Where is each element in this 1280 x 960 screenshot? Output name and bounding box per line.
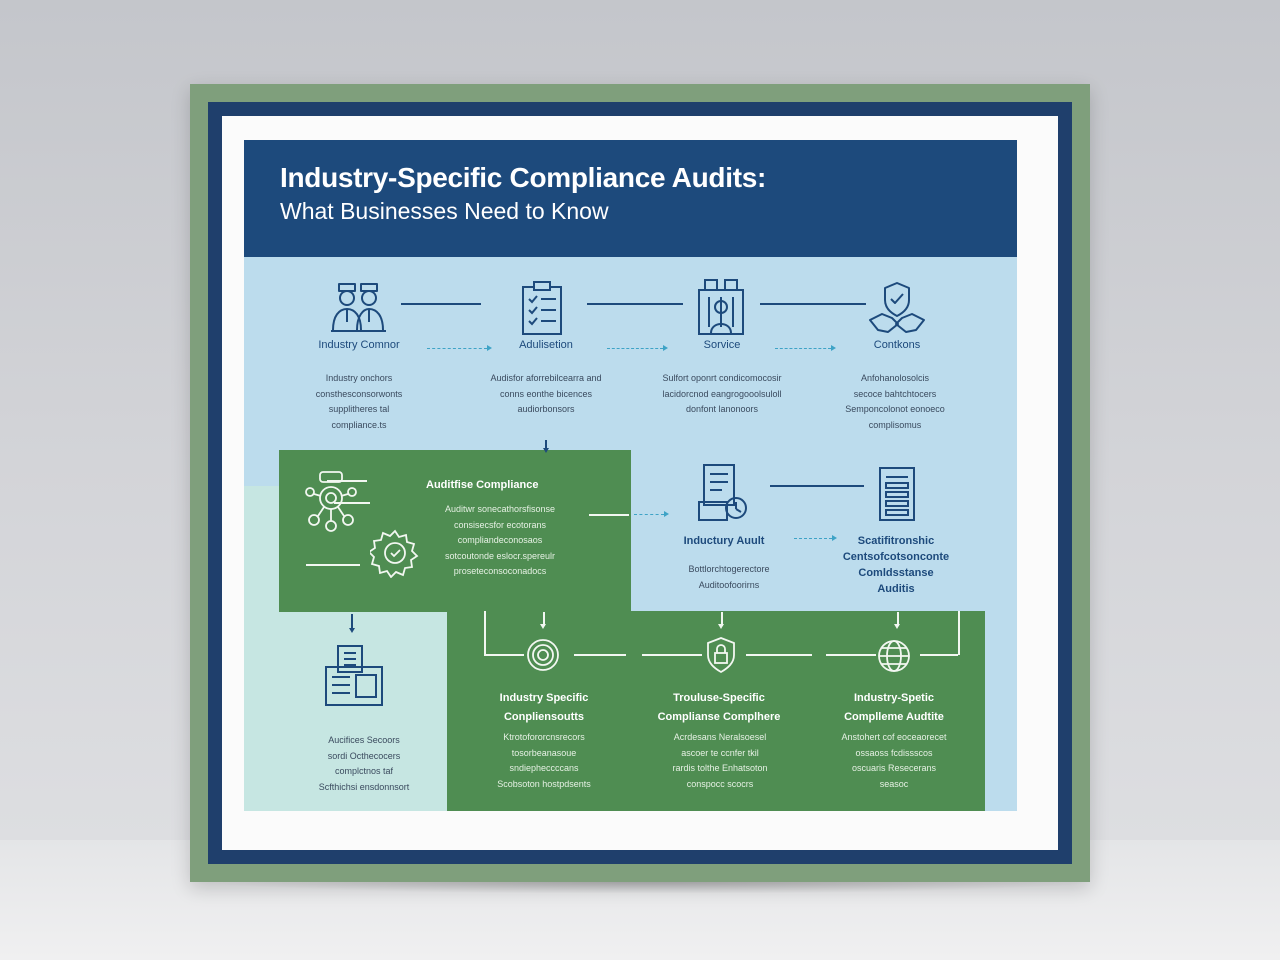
lock-shield-icon bbox=[704, 636, 738, 674]
green-panel-title: Auditfise Compliance bbox=[426, 479, 539, 491]
down-arrow-icon bbox=[894, 624, 900, 629]
down-arrow-icon bbox=[540, 624, 546, 629]
poster-subtitle: What Businesses Need to Know bbox=[280, 198, 609, 224]
arrowhead-icon bbox=[832, 535, 837, 541]
flow-arrow bbox=[775, 348, 831, 349]
auditors-icon bbox=[330, 278, 388, 336]
documents-stack-icon bbox=[324, 643, 384, 709]
step-label-2: Adulisetion bbox=[519, 339, 573, 351]
poster-header: Industry-Specific Compliance Audits: Wha… bbox=[244, 140, 1017, 257]
target-icon bbox=[526, 638, 560, 672]
down-arrow-icon bbox=[718, 624, 724, 629]
connector-line bbox=[306, 564, 360, 566]
audit-label: Inductury Auult bbox=[683, 535, 765, 547]
connector-line bbox=[958, 611, 960, 655]
flow-arrow bbox=[607, 348, 663, 349]
connector-line bbox=[327, 480, 367, 482]
down-arrow-icon bbox=[349, 628, 355, 633]
gear-network-icon bbox=[304, 468, 360, 536]
connector-line bbox=[770, 485, 864, 487]
audit-document-icon bbox=[696, 462, 752, 524]
step-label-4: Contkons bbox=[873, 339, 921, 351]
cog-shield-icon bbox=[370, 528, 420, 578]
connector-line bbox=[746, 654, 812, 656]
step-label-1: Industry Comnor bbox=[318, 339, 400, 351]
report-list-icon bbox=[877, 465, 917, 523]
globe-grid-icon bbox=[876, 638, 912, 674]
frame-inner-border: Industry-Specific Compliance Audits: Wha… bbox=[208, 102, 1072, 864]
handshake-shield-icon bbox=[868, 280, 926, 336]
picture-frame: Industry-Specific Compliance Audits: Wha… bbox=[190, 84, 1090, 882]
connector-line bbox=[484, 611, 486, 655]
arrowhead-icon bbox=[831, 345, 836, 351]
connector-line bbox=[826, 654, 876, 656]
connector-line bbox=[760, 303, 866, 305]
down-connector bbox=[351, 614, 353, 630]
arrowhead-icon bbox=[663, 345, 668, 351]
step-label-3: Sorvice bbox=[703, 339, 741, 351]
down-connector bbox=[545, 440, 547, 450]
connector-line bbox=[920, 654, 958, 656]
connector-line bbox=[484, 654, 524, 656]
infographic-poster: Industry-Specific Compliance Audits: Wha… bbox=[244, 140, 1017, 811]
flow-arrow bbox=[427, 348, 487, 349]
flow-arrow bbox=[634, 514, 664, 515]
connector-line bbox=[587, 303, 683, 305]
down-connector bbox=[721, 612, 723, 626]
connector-line bbox=[642, 654, 702, 656]
connector-line bbox=[589, 514, 629, 516]
frame-mat: Industry-Specific Compliance Audits: Wha… bbox=[222, 116, 1058, 850]
connector-line bbox=[574, 654, 626, 656]
connector-line bbox=[334, 502, 370, 504]
flow-arrow bbox=[794, 538, 832, 539]
down-arrow-icon bbox=[543, 448, 549, 453]
mint-band bbox=[244, 486, 279, 811]
down-connector bbox=[543, 612, 545, 626]
green-panel-middle bbox=[279, 450, 631, 612]
checklist-icon bbox=[520, 281, 566, 337]
service-building-icon bbox=[695, 277, 747, 337]
green-panel-bottom bbox=[447, 611, 985, 811]
connector-line bbox=[401, 303, 481, 305]
poster-title: Industry-Specific Compliance Audits: bbox=[280, 162, 767, 193]
arrowhead-icon bbox=[664, 511, 669, 517]
arrowhead-icon bbox=[487, 345, 492, 351]
down-connector bbox=[897, 612, 899, 626]
